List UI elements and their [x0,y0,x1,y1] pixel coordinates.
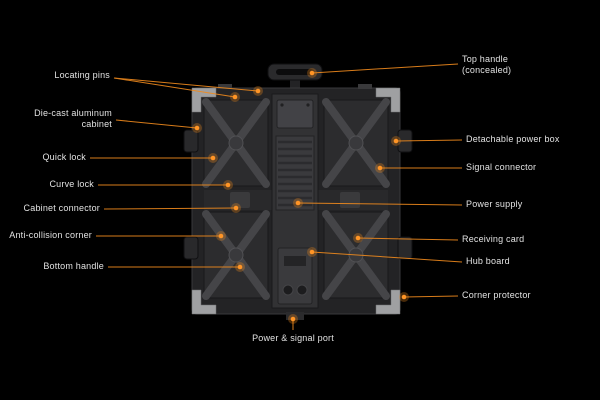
callout-curve-lock: Curve lock [49,179,94,189]
top-bracket [358,84,372,89]
side-lock-tabs [183,129,413,260]
callout-power-box: Detachable power box [466,134,560,144]
bridge-plate [230,192,250,208]
leader-lines [90,63,463,330]
bridge-plate [340,192,360,208]
bottom-connector-bump [286,312,304,320]
callout-signal-connector: Signal connector [466,162,537,172]
anchor-dots [192,68,409,324]
corner-plates [191,87,401,315]
center-column [271,93,319,320]
callout-bottom-handle: Bottom handle [43,261,104,271]
callout-top-handle: Top handle (concealed) [462,54,512,76]
callout-receiving-card: Receiving card [462,234,525,244]
callout-cabinet-material: Die-cast aluminum cabinet [34,108,112,130]
cabinet-rear [183,63,413,320]
callout-anti-collision: Anti-collision corner [9,230,92,240]
top-bracket [218,84,232,89]
callout-quick-lock: Quick lock [42,152,86,162]
callout-cabinet-connector: Cabinet connector [23,203,100,213]
callout-corner-protector: Corner protector [462,290,531,300]
callout-locating-pins: Locating pins [54,70,110,80]
callout-power-supply: Power supply [466,199,523,209]
top-handle [267,63,323,88]
receiving-card-box [276,99,314,129]
callout-hub-board: Hub board [466,256,510,266]
callout-bottom-port: Power & signal port [252,333,334,343]
